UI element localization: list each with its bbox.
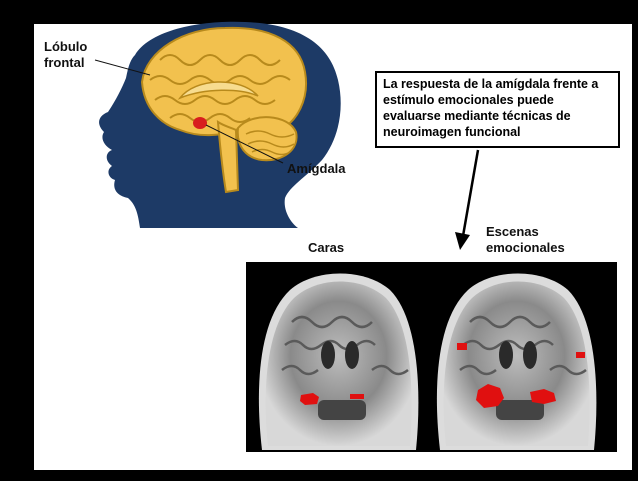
mri-slice-faces <box>259 274 419 451</box>
mri-slice-scenes <box>437 274 597 451</box>
activation-scenes-cortex-right <box>576 352 585 358</box>
callout-box: La respuesta de la amígdala frente a est… <box>375 71 620 148</box>
callout-arrow <box>455 150 478 250</box>
activation-faces-right <box>350 394 364 399</box>
frontal-lobe-label: Lóbulo frontal <box>44 39 114 71</box>
callout-text: La respuesta de la amígdala frente a est… <box>383 77 598 139</box>
amygdala-marker <box>193 117 207 129</box>
amygdala-label: Amígdala <box>287 161 346 177</box>
faces-label: Caras <box>308 240 344 256</box>
emotional-scenes-label: Escenas emocionales <box>486 224 576 256</box>
activation-scenes-cortex-left <box>457 343 467 350</box>
